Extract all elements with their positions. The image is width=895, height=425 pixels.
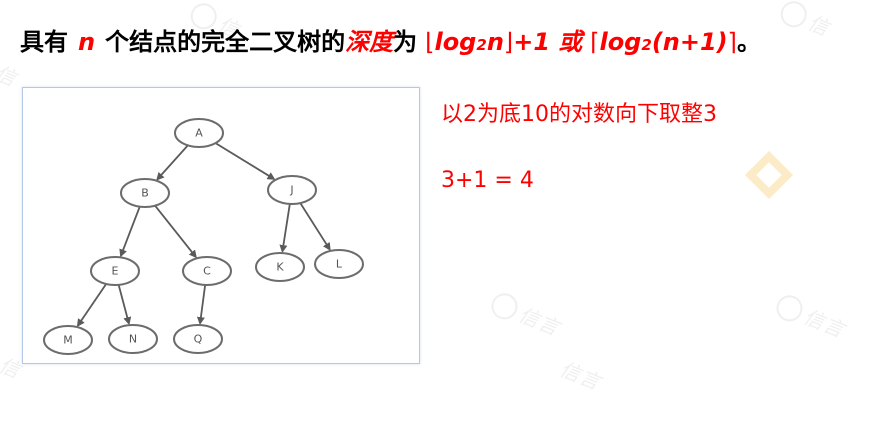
- tree-node-label: N: [129, 333, 137, 346]
- tree-node-m: M: [43, 325, 93, 355]
- tree-edge-j-k: [279, 203, 291, 254]
- tree-node-label: A: [195, 127, 203, 140]
- tree-nodes: A B J E C K L M N Q: [43, 118, 364, 355]
- tree-edge-a-j: [215, 142, 276, 180]
- title-prefix: 具有: [20, 28, 68, 56]
- tree-node-label: J: [289, 184, 293, 197]
- tree-edge-b-e: [119, 206, 141, 258]
- formula-plus-one: +1: [513, 28, 551, 56]
- tree-node-label: E: [112, 265, 119, 278]
- watermark-seal-icon: [772, 290, 807, 325]
- tree-node-a: A: [174, 118, 224, 148]
- tree-edge-j-l: [299, 202, 331, 251]
- title-after: 为: [393, 28, 418, 56]
- formula-log: log: [434, 28, 477, 56]
- title-or: 或: [558, 28, 583, 56]
- tree-node-e: E: [90, 256, 140, 286]
- tree-edge-e-m: [76, 283, 107, 327]
- tree-node-b: B: [120, 178, 170, 208]
- formula-arg: (n+1): [651, 28, 728, 56]
- tree-edge-e-n: [117, 284, 132, 326]
- formula-arg: n: [486, 28, 504, 56]
- note-result: 3+1 = 4: [441, 168, 534, 193]
- tree-node-label: L: [336, 258, 343, 271]
- tree-edge-a-b: [156, 144, 189, 181]
- tree-node-label: C: [203, 265, 211, 278]
- binary-tree-figure: A B J E C K L M N Q: [22, 87, 420, 364]
- tree-node-q: Q: [173, 324, 223, 354]
- watermark: 信言: [772, 290, 850, 344]
- tree-edge-b-c: [154, 205, 197, 259]
- title-highlight-depth: 深度: [345, 28, 394, 56]
- tree-node-label: K: [276, 261, 284, 274]
- note-floor-log: 以2为底10的对数向下取整3: [441, 102, 717, 127]
- floor-left-bracket: ⌊: [425, 28, 435, 56]
- tree-node-j: J: [267, 175, 317, 205]
- title-middle: 个结点的完全二叉树的: [105, 28, 346, 56]
- title-end: 。: [737, 28, 762, 56]
- tree-node-label: B: [141, 187, 149, 200]
- tree-node-l: L: [314, 249, 364, 279]
- decorative-diamond-icon: [744, 150, 794, 200]
- tree-node-n: N: [108, 324, 158, 354]
- ceil-left-bracket: ⌈: [590, 28, 600, 56]
- title-variable-n: n: [78, 28, 96, 56]
- watermark: 信言: [556, 356, 605, 395]
- formula-log: log: [599, 28, 642, 56]
- tree-edge-c-q: [196, 284, 207, 326]
- tree-node-label: M: [63, 334, 73, 347]
- tree-node-label: Q: [194, 333, 203, 346]
- binary-tree-svg: A B J E C K L M N Q: [43, 118, 364, 355]
- tree-edges: [76, 142, 331, 327]
- watermark: 信言: [487, 288, 565, 342]
- watermark-seal-icon: [487, 288, 522, 323]
- floor-right-bracket: ⌋: [503, 28, 514, 56]
- watermark-seal-icon: [776, 0, 811, 31]
- tree-node-k: K: [255, 252, 305, 282]
- tree-node-c: C: [182, 256, 232, 286]
- watermark: 信: [0, 60, 21, 91]
- watermark: 信: [776, 0, 834, 41]
- ceil-right-bracket: ⌉: [727, 28, 738, 56]
